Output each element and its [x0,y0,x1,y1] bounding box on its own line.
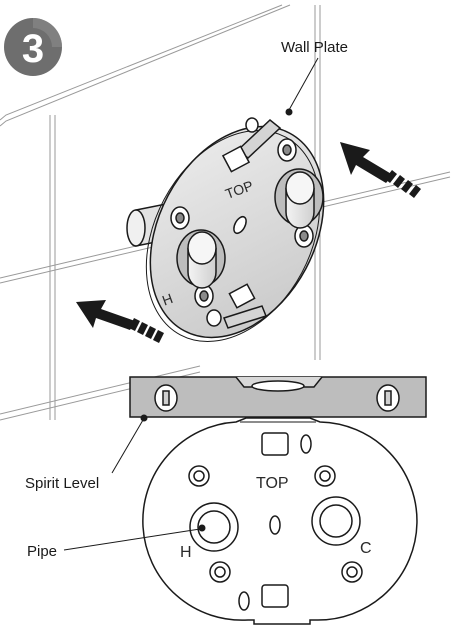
push-arrow-icon-left [76,300,164,343]
push-arrow-icon-right [340,142,421,198]
plate-marking-hot-front: H [180,544,192,561]
spirit-level [129,376,427,418]
leader-spirit-level [111,419,144,474]
leader-dot-spirit-level [140,414,148,422]
step-number: 3 [22,27,44,71]
label-pipe: Pipe [27,543,57,560]
label-spirit-level: Spirit Level [25,475,99,492]
leader-dot-wall-plate [285,108,293,116]
plate-marking-top-front: TOP [256,475,289,492]
leader-pipe [63,528,201,551]
leader-dot-pipe [198,524,206,532]
leader-wall-plate [288,57,319,111]
wall-plate-front-view [142,417,418,625]
plate-marking-cold-front: C [360,540,372,557]
wall-plate-perspective [126,117,325,342]
step-badge: 3 [4,18,62,76]
label-wall-plate: Wall Plate [281,39,348,56]
